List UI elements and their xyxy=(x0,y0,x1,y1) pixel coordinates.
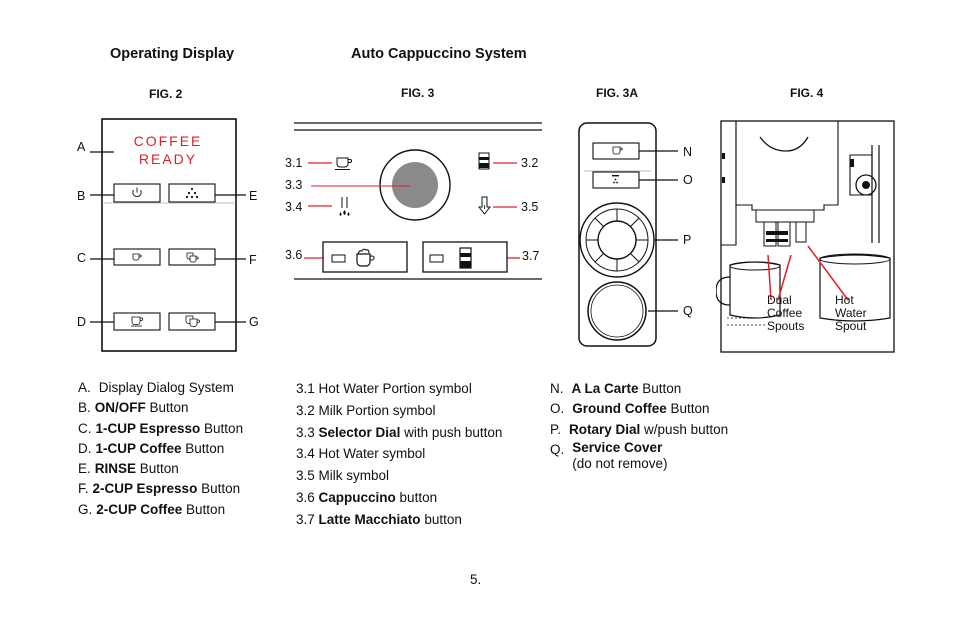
large-cup-icon xyxy=(131,316,143,327)
fig2-label: FIG. 2 xyxy=(149,87,183,101)
legend-operating-display: A.Display Dialog System B.ON/OFF Button … xyxy=(78,378,243,520)
fig4-label: FIG. 4 xyxy=(790,86,824,100)
legend-item-3-7: 3.7 Latte Macchiato button xyxy=(296,511,462,527)
rotary-dial[interactable] xyxy=(579,202,655,278)
legend-item-f: F.2-CUP Espresso Button xyxy=(78,481,241,497)
fig3-diagram xyxy=(294,122,542,280)
service-cover[interactable] xyxy=(587,281,647,341)
callout-f: F xyxy=(249,253,257,267)
legend-item-g: G.2-CUP Coffee Button xyxy=(78,501,226,517)
legend-item-3-5: 3.5 Milk symbol xyxy=(296,468,390,484)
legend-item-3-4: 3.4 Hot Water symbol xyxy=(296,446,426,462)
callout-3-7: 3.7 xyxy=(522,249,540,263)
callout-a: A xyxy=(77,140,86,154)
one-cup-coffee-button[interactable] xyxy=(113,312,161,331)
legend-item-c: C.1-CUP Espresso Button xyxy=(78,420,244,436)
page-number: 5. xyxy=(470,572,482,587)
legend-item-n: N.A La Carte Button xyxy=(550,381,682,396)
legend-auto-cappuccino: 3.1 Hot Water Portion symbol 3.2 Milk Po… xyxy=(296,378,502,531)
callout-e: E xyxy=(249,189,258,203)
callout-c: C xyxy=(77,251,87,265)
legend-item-q: Q.Service Cover(do not remove) xyxy=(550,439,668,471)
rinse-drops-icon xyxy=(185,187,199,199)
legend-item-3-6: 3.6 Cappuccino button xyxy=(296,489,438,505)
legend-item-3-2: 3.2 Milk Portion symbol xyxy=(296,402,436,418)
callout-3-5: 3.5 xyxy=(521,200,539,214)
fig3a-label: FIG. 3A xyxy=(596,86,639,100)
latte-macchiato-button[interactable] xyxy=(422,241,508,273)
callout-3-2: 3.2 xyxy=(521,156,539,170)
double-large-cup-icon xyxy=(185,315,200,327)
two-cup-coffee-button[interactable] xyxy=(168,312,216,331)
milk-portion-icon xyxy=(478,152,490,170)
callout-g: G xyxy=(249,315,259,329)
callout-o: O xyxy=(683,173,693,187)
callout-b: B xyxy=(77,189,86,203)
legend-item-3-1: 3.1 Hot Water Portion symbol xyxy=(296,381,472,396)
legend-item-e: E.RINSE Button xyxy=(78,461,179,477)
legend-item-3-3: 3.3 Selector Dial with push button xyxy=(296,424,503,440)
two-cup-espresso-button[interactable] xyxy=(168,248,216,266)
callout-3-3: 3.3 xyxy=(285,178,303,192)
a-la-carte-button[interactable] xyxy=(592,142,640,160)
ground-coffee-icon xyxy=(612,175,619,184)
fig2-diagram: COFFEE READY xyxy=(90,118,246,352)
legend-item-b: B.ON/OFF Button xyxy=(78,400,189,416)
power-icon xyxy=(132,187,142,197)
hot-water-portion-icon xyxy=(335,157,352,170)
fig3a-diagram xyxy=(578,122,678,347)
legend-item-a: A.Display Dialog System xyxy=(78,380,234,395)
callout-3-4: 3.4 xyxy=(285,200,303,214)
hot-water-symbol-icon xyxy=(339,197,350,216)
heading-operating-display: Operating Display xyxy=(110,46,235,62)
small-cup-icon xyxy=(132,253,142,261)
fig4-diagram xyxy=(716,120,895,353)
fig3-label: FIG. 3 xyxy=(401,86,435,100)
on-off-button[interactable] xyxy=(113,183,161,203)
one-cup-espresso-button[interactable] xyxy=(113,248,161,266)
legend-item-p: P.Rotary Dial w/push button xyxy=(550,421,729,437)
double-small-cup-icon xyxy=(186,252,199,263)
display-text-line1: COFFEE xyxy=(134,133,203,149)
callout-n: N xyxy=(683,145,693,159)
legend-side-panel: N.A La Carte Button O.Ground Coffee Butt… xyxy=(550,379,728,472)
milk-symbol-icon xyxy=(477,196,492,215)
cup-icon xyxy=(612,146,623,155)
callout-d: D xyxy=(77,315,87,329)
latte-glass-icon xyxy=(459,247,472,269)
display-text-line2: READY xyxy=(139,151,197,167)
legend-item-d: D.1-CUP Coffee Button xyxy=(78,440,225,456)
callout-p: P xyxy=(683,233,692,247)
legend-item-o: O.Ground Coffee Button xyxy=(550,401,710,417)
heading-auto-cappuccino: Auto Cappuccino System xyxy=(351,46,527,62)
cappuccino-button[interactable] xyxy=(322,241,408,273)
selector-dial[interactable] xyxy=(379,149,451,221)
callout-3-6: 3.6 xyxy=(285,248,303,262)
callout-3-1: 3.1 xyxy=(285,156,303,170)
callout-q: Q xyxy=(683,304,693,318)
ground-coffee-button[interactable] xyxy=(592,171,640,189)
rinse-button[interactable] xyxy=(168,183,216,203)
cappuccino-cup-icon xyxy=(356,248,375,267)
dual-coffee-spouts-label: Dual Coffee Spouts xyxy=(767,293,805,333)
hot-water-spout-label: Hot Water Spout xyxy=(835,293,867,333)
